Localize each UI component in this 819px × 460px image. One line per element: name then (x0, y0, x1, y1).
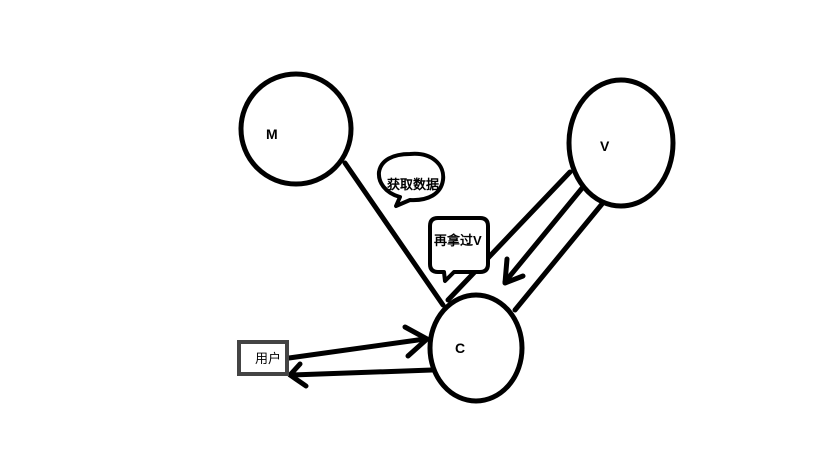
node-c-label: C (455, 340, 465, 356)
node-v-label: V (600, 138, 610, 154)
edge-c-to-v (445, 169, 573, 303)
arrow-user-to-c (286, 324, 430, 361)
speech-bubble-take-view: 再拿过V (428, 216, 490, 283)
arrow-c-to-user (287, 361, 435, 389)
node-c: C (427, 292, 525, 404)
node-v: V (566, 77, 676, 209)
edge-v-to-c (512, 201, 605, 313)
user-box: 用户 (237, 340, 289, 376)
edge-m-to-c (342, 160, 446, 308)
node-m: M (238, 71, 354, 187)
fetch-data-label: 获取数据 (387, 177, 439, 192)
arrow-v-to-c (502, 184, 586, 286)
speech-bubble-fetch-data: 获取数据 (376, 151, 446, 208)
user-label: 用户 (255, 351, 281, 366)
take-view-label: 再拿过V (434, 233, 482, 248)
node-m-label: M (266, 126, 278, 142)
